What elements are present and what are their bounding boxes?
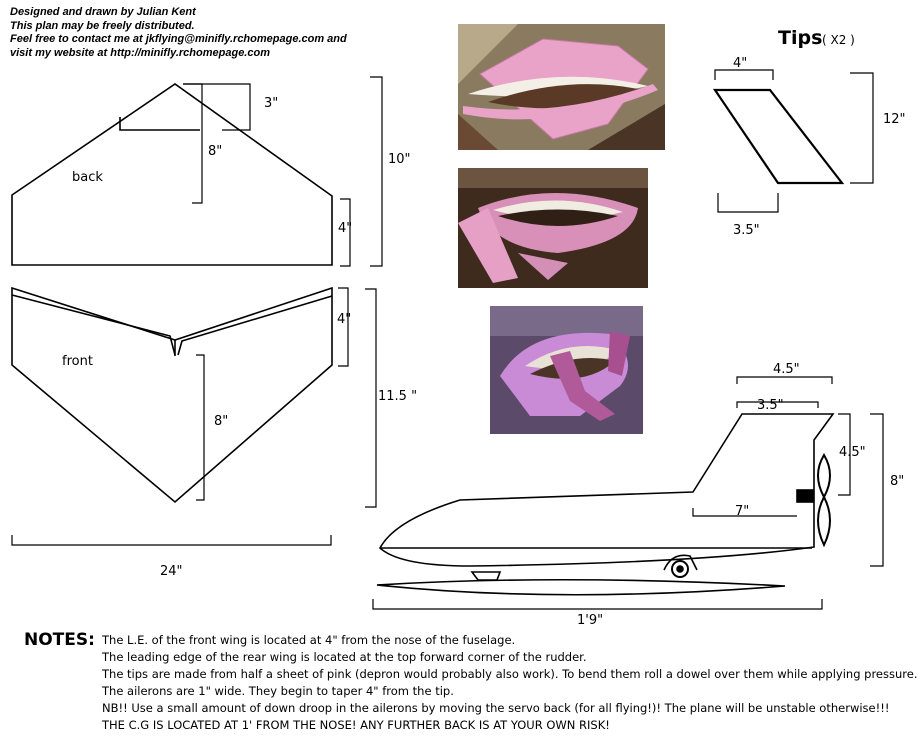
fuselage [372,376,884,610]
front-wing-aileron-left [11,294,176,356]
tips-dim-4: 4" [733,56,747,71]
back-wing-fin-slot [119,117,200,131]
tips-qty: ( X2 ) [822,33,855,47]
back-wing [11,76,383,267]
rudder-dim-45-side: 4.5" [839,445,866,460]
tips-dim-12: 12" [883,112,906,127]
front-wing-dim-24-line [11,535,332,546]
back-wing-outline [11,83,333,266]
back-wing-dim-10-line [370,76,383,267]
credit-line-4: visit my website at http://minifly.rchom… [10,46,270,59]
tail-dim-8: 8" [890,474,904,489]
fuselage-dim-8-line [870,413,884,567]
propeller-upper-blade [817,453,831,500]
fuselage-dim-length-line [372,599,823,610]
back-wing-dim-3: 3" [264,96,278,111]
front-wing-dim-4-line [338,287,349,367]
back-wing-dim-4-line [340,198,351,267]
back-wing-dim-3-line [183,83,251,131]
credit-line-1: Designed and drawn by Julian Kent [10,6,196,18]
front-wing [11,286,377,546]
note-line-5: NB!! Use a small amount of down droop in… [102,701,890,716]
back-wing-label: back [72,170,103,185]
landing-wheel-hub [676,565,684,573]
fuselage-outline [378,413,835,567]
tips-dim-35: 3.5" [733,223,760,238]
front-wing-aileron-right [177,295,333,356]
fuselage-dim-35-line [736,401,819,408]
fuselage-dim-length: 1'9" [577,613,603,628]
photo-tip-foam-3 [490,306,643,434]
front-wing-dim-4: 4" [337,312,351,327]
front-wing-dim-8-line [196,354,205,501]
tips-title: Tips [778,27,822,49]
front-wing-label: front [62,354,93,369]
fuselage-dim-7-line [692,508,797,517]
notes-title: NOTES: [24,630,95,650]
back-wing-dim-8-line [183,83,203,204]
photo-tip-foam-1 [458,24,665,150]
rudder-dim-35: 3.5" [757,398,784,413]
credit-line-2: This plan may be freely distributed. [10,19,195,32]
tip-template [712,69,874,213]
tip-outline [712,88,845,185]
rudder-dim-7: 7" [735,504,749,519]
landing-wheel [671,560,689,578]
notes-list: The L.E. of the front wing is located at… [102,632,917,735]
note-line-6: THE C.G IS LOCATED AT 1' FROM THE NOSE! … [102,718,610,733]
credit-line-3: Feel free to contact me at jkflying@mini… [10,33,347,45]
rudder-dim-45-top: 4.5" [773,362,800,377]
designer-credits: Designed and drawn by Julian Kent This p… [10,6,347,60]
front-wing-outline [11,286,333,504]
fuselage-dim-45-side-line [838,413,851,496]
note-line-2: The leading edge of the rear wing is loc… [102,650,587,665]
back-wing-dim-4: 4" [338,221,352,236]
tip-dim-12-line [850,72,874,184]
front-wing-dim-11-line [365,288,377,508]
note-line-4: The ailerons are 1" wide. They begin to … [102,684,454,699]
servo-hatch [470,571,502,581]
wheel-fairing [663,554,698,571]
note-line-3: The tips are made from half a sheet of p… [102,667,918,682]
back-wing-dim-10: 10" [388,152,411,167]
motor [796,489,814,503]
tip-dim-4-line [714,69,774,80]
propeller-lower-blade [817,494,831,548]
front-wing-dim-115: 11.5 " [378,389,417,404]
front-wing-dim-24: 24" [160,564,183,579]
front-wing-dim-8: 8" [214,414,228,429]
photo-tip-foam-2 [458,168,648,288]
fuselage-bottom-view [376,578,786,596]
note-line-1: The L.E. of the front wing is located at… [102,633,516,647]
back-wing-dim-8: 8" [208,144,222,159]
fuselage-dim-45-top-line [736,376,833,384]
tip-dim-35-line [717,193,779,213]
